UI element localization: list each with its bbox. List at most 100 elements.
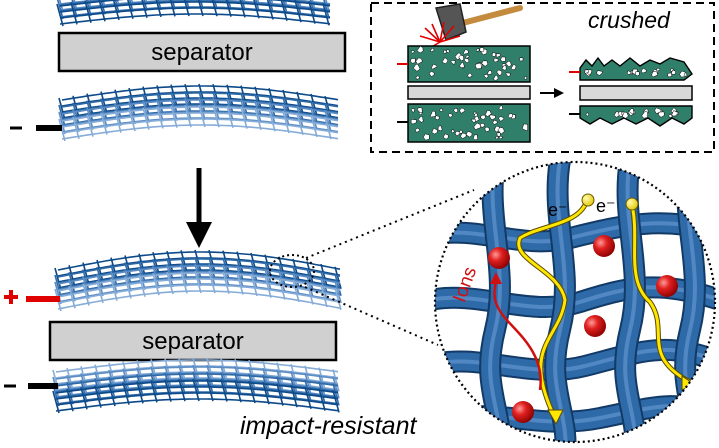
zoom-origin-marker (269, 254, 315, 288)
mesh-strand (184, 104, 192, 128)
mesh-strand (296, 0, 302, 16)
particle (431, 63, 438, 70)
mesh-strand (55, 386, 339, 400)
mesh-strand (296, 112, 304, 136)
ion (488, 247, 510, 269)
mesh-strand (206, 371, 214, 395)
mesh-strand (82, 283, 90, 306)
particle (496, 69, 503, 76)
mesh-strand (80, 387, 88, 410)
mesh-strand (250, 266, 258, 290)
mesh-strand (324, 116, 332, 140)
mesh-strand (262, 361, 270, 384)
particle (658, 111, 665, 118)
mesh-strand (332, 390, 340, 413)
mesh-strand (170, 84, 178, 107)
particle (596, 70, 603, 76)
mesh-strand (183, 0, 190, 17)
particle (635, 71, 640, 77)
electron-label-1: e⁻ (548, 200, 568, 220)
mesh-strand (226, 84, 234, 107)
mesh-strand (278, 256, 286, 279)
mesh-strand (152, 251, 160, 275)
mesh-strand (213, 0, 218, 10)
mesh-strand (110, 278, 118, 301)
mesh-strand (212, 97, 220, 121)
mesh-strand (323, 0, 330, 19)
mesh-strand (66, 388, 74, 412)
mesh-strand (112, 0, 120, 21)
mesh-strand (220, 372, 228, 395)
particle (451, 129, 455, 133)
mesh-strand (248, 359, 256, 383)
mesh-strand (334, 280, 342, 304)
mesh-strand (294, 0, 302, 23)
particle (481, 60, 489, 67)
mesh-strand (72, 109, 80, 133)
mesh-strand (114, 103, 122, 126)
mesh-strand (166, 271, 174, 295)
mesh-strand (262, 375, 270, 398)
particle (447, 113, 453, 118)
mesh-strand (306, 282, 314, 305)
mesh-strand (108, 362, 116, 386)
mesh-strand (72, 95, 80, 119)
mesh-strand (66, 381, 74, 405)
particle (491, 51, 497, 57)
top-separator (57, 31, 347, 73)
mesh-strand (254, 100, 262, 124)
particle (475, 48, 480, 52)
mesh-strand (54, 267, 62, 291)
mesh-strand (57, 278, 341, 298)
mesh-strand (268, 102, 276, 125)
mesh-strand (222, 264, 230, 287)
mesh-strand (124, 262, 132, 285)
electron (581, 193, 595, 207)
particle (505, 60, 512, 68)
mesh-strand (234, 365, 242, 389)
mesh-strand (86, 114, 94, 137)
mesh-strand (268, 95, 276, 118)
mesh-strand (82, 276, 90, 299)
mesh-strand (276, 383, 284, 406)
mesh-strand (164, 379, 172, 402)
mesh-strand (68, 272, 76, 295)
particle (415, 57, 423, 65)
mesh-strand (108, 376, 116, 400)
mesh-strand (198, 104, 206, 128)
mesh-strand (192, 357, 200, 381)
particle (414, 127, 420, 133)
mesh-strand (227, 0, 232, 10)
mesh-strand (308, 1, 316, 24)
mesh-strand (124, 269, 132, 292)
mesh-strand (334, 266, 342, 290)
mesh-strand (171, 0, 176, 10)
particle (410, 108, 415, 113)
mesh-strand (320, 270, 328, 294)
mesh-strand (142, 100, 150, 123)
mesh-strand (284, 0, 288, 7)
mesh-strand (166, 264, 174, 288)
particle (410, 118, 417, 125)
mesh-strand (296, 98, 304, 122)
mesh-strand (141, 0, 148, 18)
mesh-strand (136, 374, 144, 397)
down-arrow (186, 168, 212, 248)
zoom-circle-border (433, 160, 717, 444)
mesh-strand (318, 381, 326, 404)
zoom-view: Ions e⁻ e⁻ (433, 160, 717, 444)
mesh-strand (68, 265, 76, 288)
mesh-strand (94, 364, 102, 387)
particle (521, 123, 528, 131)
mesh-strand (108, 383, 116, 407)
mesh-strand (59, 0, 331, 7)
mesh-strand (61, 124, 339, 140)
particle (465, 130, 473, 138)
mesh-strand (184, 83, 192, 107)
particle (505, 72, 511, 78)
mesh-strand (254, 107, 262, 131)
mesh-strand (128, 108, 136, 132)
mesh-strand (56, 0, 64, 20)
particle (484, 110, 492, 117)
